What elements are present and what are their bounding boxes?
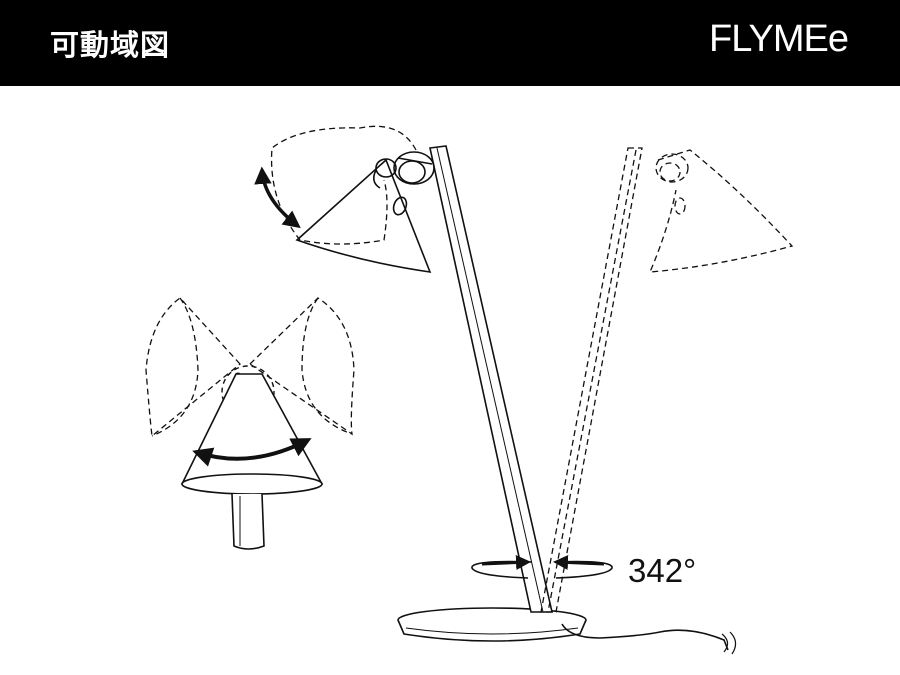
cable-break-mark bbox=[721, 631, 737, 655]
swivel-arm-stub bbox=[231, 493, 265, 550]
hinge-joint bbox=[372, 151, 435, 189]
lamp-illustration bbox=[295, 145, 737, 655]
shade-tilt-arrow bbox=[254, 166, 301, 229]
header-bar: 可動域図 FLYMEe bbox=[0, 0, 900, 86]
rotation-angle-label: 342° bbox=[628, 552, 696, 589]
rotation-indicator bbox=[471, 555, 613, 579]
swivel-right-position bbox=[248, 297, 355, 436]
lamp-shade bbox=[295, 158, 432, 273]
lamp-arm bbox=[429, 145, 554, 613]
arm-alt-position bbox=[540, 147, 794, 613]
swivel-left-position bbox=[145, 297, 241, 438]
page-title: 可動域図 bbox=[50, 28, 171, 62]
lamp-base bbox=[397, 607, 587, 642]
shade-alt-position bbox=[270, 125, 417, 245]
brand-logo: FLYMEe bbox=[708, 18, 849, 60]
swivel-detail bbox=[145, 297, 355, 550]
range-of-motion-diagram: 342° bbox=[145, 125, 794, 655]
swivel-arrow bbox=[192, 438, 312, 467]
power-cable bbox=[561, 623, 729, 651]
